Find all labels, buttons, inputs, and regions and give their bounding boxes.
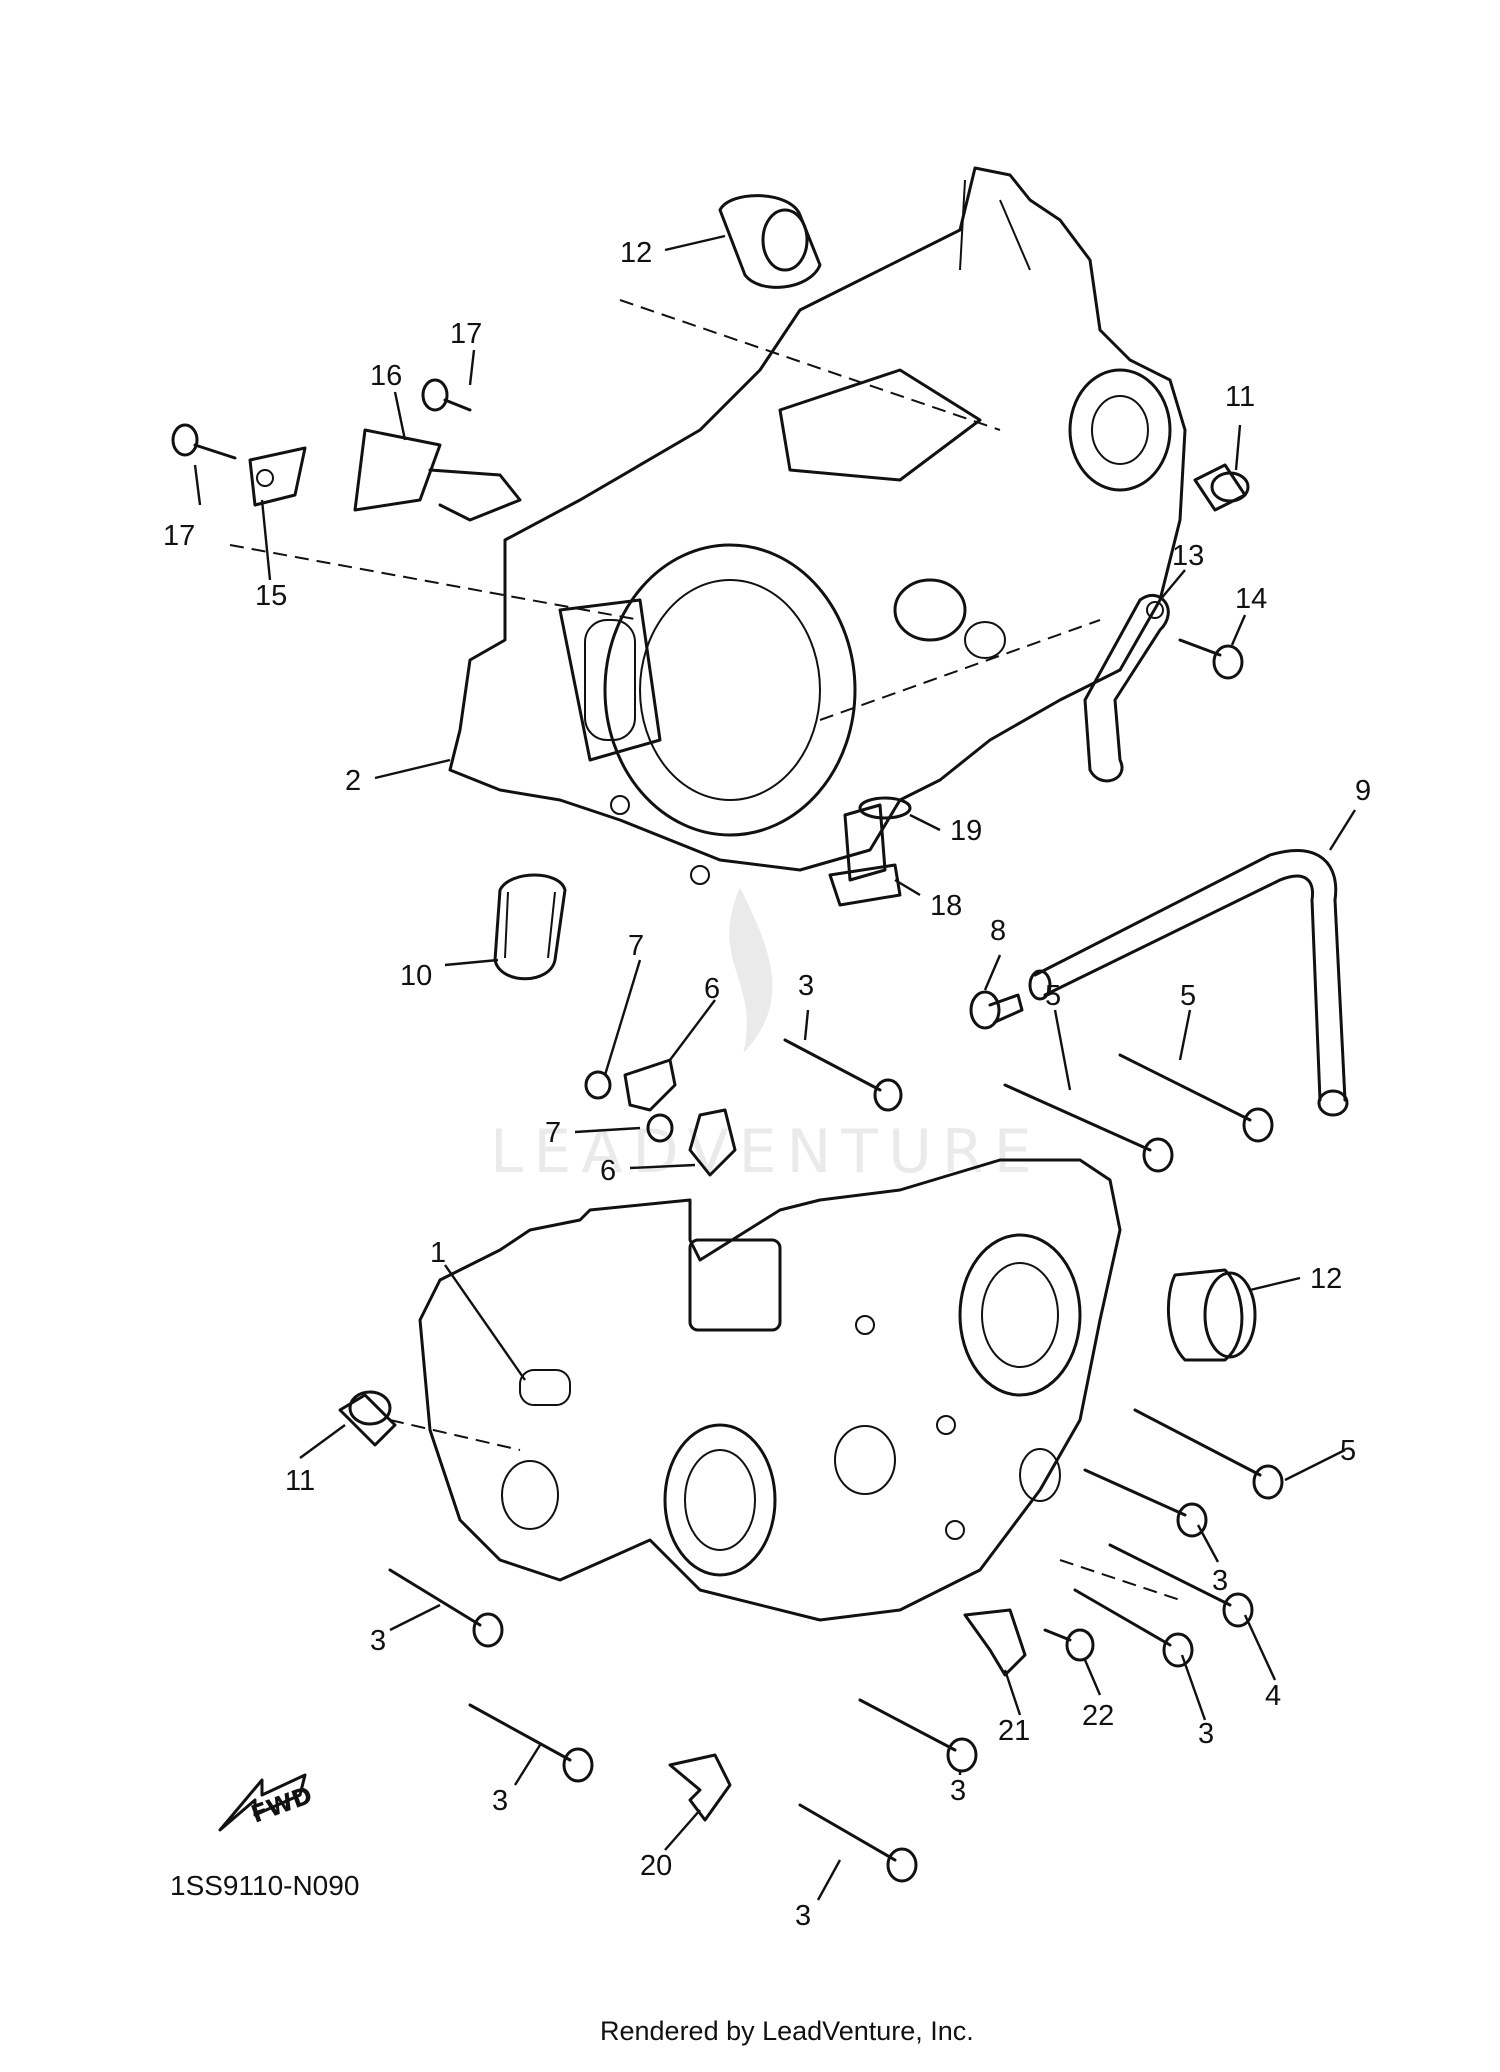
callout-labels: 12 17 16 17 15 11 13 14 2 19 18 9 10 7 6… — [163, 237, 1371, 1932]
crankcase-bolts — [388, 1038, 1284, 1883]
callout-13: 13 — [1172, 540, 1204, 572]
screws-7 — [584, 1070, 674, 1143]
collar-right — [1193, 463, 1250, 512]
callout-5: 5 — [1180, 980, 1196, 1012]
callout-1: 1 — [430, 1237, 446, 1269]
callout-3: 3 — [795, 1900, 811, 1932]
plates-6 — [623, 1058, 737, 1177]
callout-12: 12 — [620, 237, 652, 269]
callout-3: 3 — [370, 1625, 386, 1657]
bracket-13 — [1083, 593, 1170, 783]
fitting-8 — [969, 990, 1024, 1030]
callout-8: 8 — [990, 915, 1006, 947]
callout-16: 16 — [370, 360, 402, 392]
watermark: LEADVENTURE — [490, 887, 1042, 1187]
callout-18: 18 — [930, 890, 962, 922]
callout-10: 10 — [400, 960, 432, 992]
breather-hose-9 — [1028, 849, 1349, 1117]
callout-5: 5 — [1045, 980, 1061, 1012]
callout-12: 12 — [1310, 1263, 1342, 1295]
bracket-16 — [353, 428, 522, 522]
callout-20: 20 — [640, 1850, 672, 1882]
clip-20 — [668, 1753, 732, 1822]
bolts-17 — [171, 378, 472, 460]
callout-4: 4 — [1265, 1680, 1281, 1712]
callout-17: 17 — [450, 318, 482, 350]
washer-19 — [858, 796, 912, 820]
callout-21: 21 — [998, 1715, 1030, 1747]
clamp-21 — [963, 1608, 1027, 1677]
o-ring-10 — [493, 873, 567, 981]
bolt-14 — [1178, 638, 1244, 680]
watermark-text: LEADVENTURE — [490, 1117, 1042, 1187]
bolt-22 — [1043, 1628, 1095, 1662]
callout-11: 11 — [1225, 381, 1255, 413]
callout-11: 11 — [285, 1465, 315, 1497]
callout-6: 6 — [704, 973, 720, 1005]
callout-3: 3 — [1198, 1718, 1214, 1750]
callout-3: 3 — [798, 970, 814, 1002]
callout-3: 3 — [492, 1785, 508, 1817]
callout-17: 17 — [163, 520, 195, 552]
callout-14: 14 — [1235, 583, 1267, 615]
plate-15 — [248, 446, 307, 507]
crankcase-right-half — [229, 166, 1187, 885]
callout-5: 5 — [1340, 1435, 1356, 1467]
drain-bolt-18 — [828, 803, 902, 907]
callout-15: 15 — [255, 580, 287, 612]
collar-left — [338, 1390, 397, 1447]
callout-7: 7 — [628, 930, 644, 962]
callout-2: 2 — [345, 765, 361, 797]
crankcase-left-half — [389, 1158, 1181, 1622]
callout-3: 3 — [1212, 1565, 1228, 1597]
callout-19: 19 — [950, 815, 982, 847]
callout-3: 3 — [950, 1775, 966, 1807]
callout-22: 22 — [1082, 1700, 1114, 1732]
forward-arrow-icon: FWD — [218, 1773, 316, 1832]
callout-9: 9 — [1355, 775, 1371, 807]
oil-seal-top — [718, 194, 822, 289]
leader-lines — [193, 234, 1357, 1901]
oil-seal-lower — [1166, 1268, 1257, 1362]
callout-7: 7 — [545, 1117, 561, 1149]
render-credit: Rendered by LeadVenture, Inc. — [600, 2016, 974, 2046]
diagram-code: 1SS9110-N090 — [170, 1870, 359, 1901]
callout-6: 6 — [600, 1155, 616, 1187]
